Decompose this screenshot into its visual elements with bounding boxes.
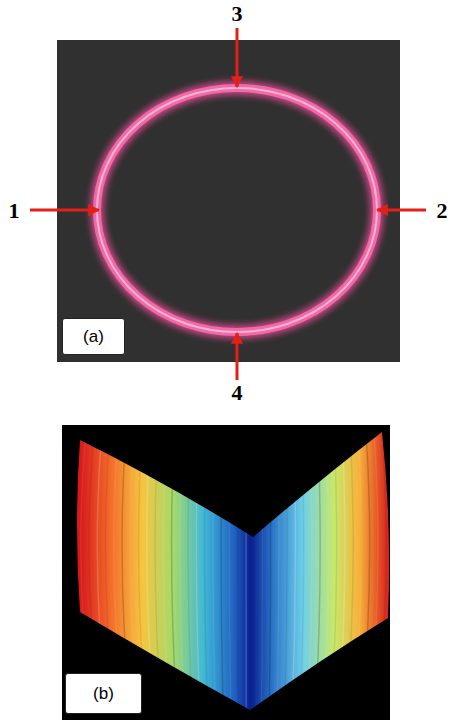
band-stripe xyxy=(196,430,200,715)
band-stripe xyxy=(245,430,247,715)
band-stripe xyxy=(277,430,279,715)
band-stripe xyxy=(188,430,192,715)
panel-b xyxy=(62,425,390,720)
band-stripe xyxy=(331,430,337,715)
callout-number: 2 xyxy=(437,198,448,224)
ring xyxy=(97,88,377,332)
band-stripe xyxy=(261,430,263,715)
band-stripe xyxy=(285,430,288,715)
band-stripe xyxy=(300,430,304,715)
band-stripe xyxy=(147,430,154,715)
band-stripe xyxy=(369,430,378,715)
band-stripe xyxy=(377,430,387,715)
panel-label: (a) xyxy=(83,327,104,347)
band-stripe xyxy=(384,430,394,715)
band-stripe xyxy=(172,430,177,715)
panel-label: (b) xyxy=(93,684,114,704)
band-stripe xyxy=(213,430,216,715)
force-arrow xyxy=(236,333,239,380)
band-stripe xyxy=(361,430,369,715)
ring-glow xyxy=(97,88,377,332)
band-stripe xyxy=(354,430,362,715)
band-stripe xyxy=(269,430,270,715)
callout-number: 4 xyxy=(232,380,243,406)
band-stripe xyxy=(253,430,255,715)
band-stripe xyxy=(346,430,353,715)
force-arrow xyxy=(377,209,426,212)
band-stripe xyxy=(163,430,169,715)
band-stripe xyxy=(221,430,223,715)
callout-number: 3 xyxy=(232,1,243,27)
band-stripe xyxy=(315,430,320,715)
band-stripe xyxy=(180,430,185,715)
panel-tag: (a) xyxy=(62,318,125,355)
panel-a xyxy=(57,40,400,362)
band-stripe xyxy=(323,430,328,715)
band-stripe xyxy=(237,430,239,715)
band-stripe xyxy=(338,430,345,715)
band-stripe xyxy=(205,430,208,715)
force-arrow xyxy=(30,209,99,212)
band-stripe xyxy=(292,430,295,715)
band-stripe xyxy=(308,430,312,715)
ring-highlight xyxy=(97,88,377,332)
band-stripe xyxy=(229,430,230,715)
force-arrow xyxy=(236,28,239,87)
panel-tag: (b) xyxy=(65,673,142,714)
band-stripe xyxy=(155,430,162,715)
callout-number: 1 xyxy=(9,198,20,224)
